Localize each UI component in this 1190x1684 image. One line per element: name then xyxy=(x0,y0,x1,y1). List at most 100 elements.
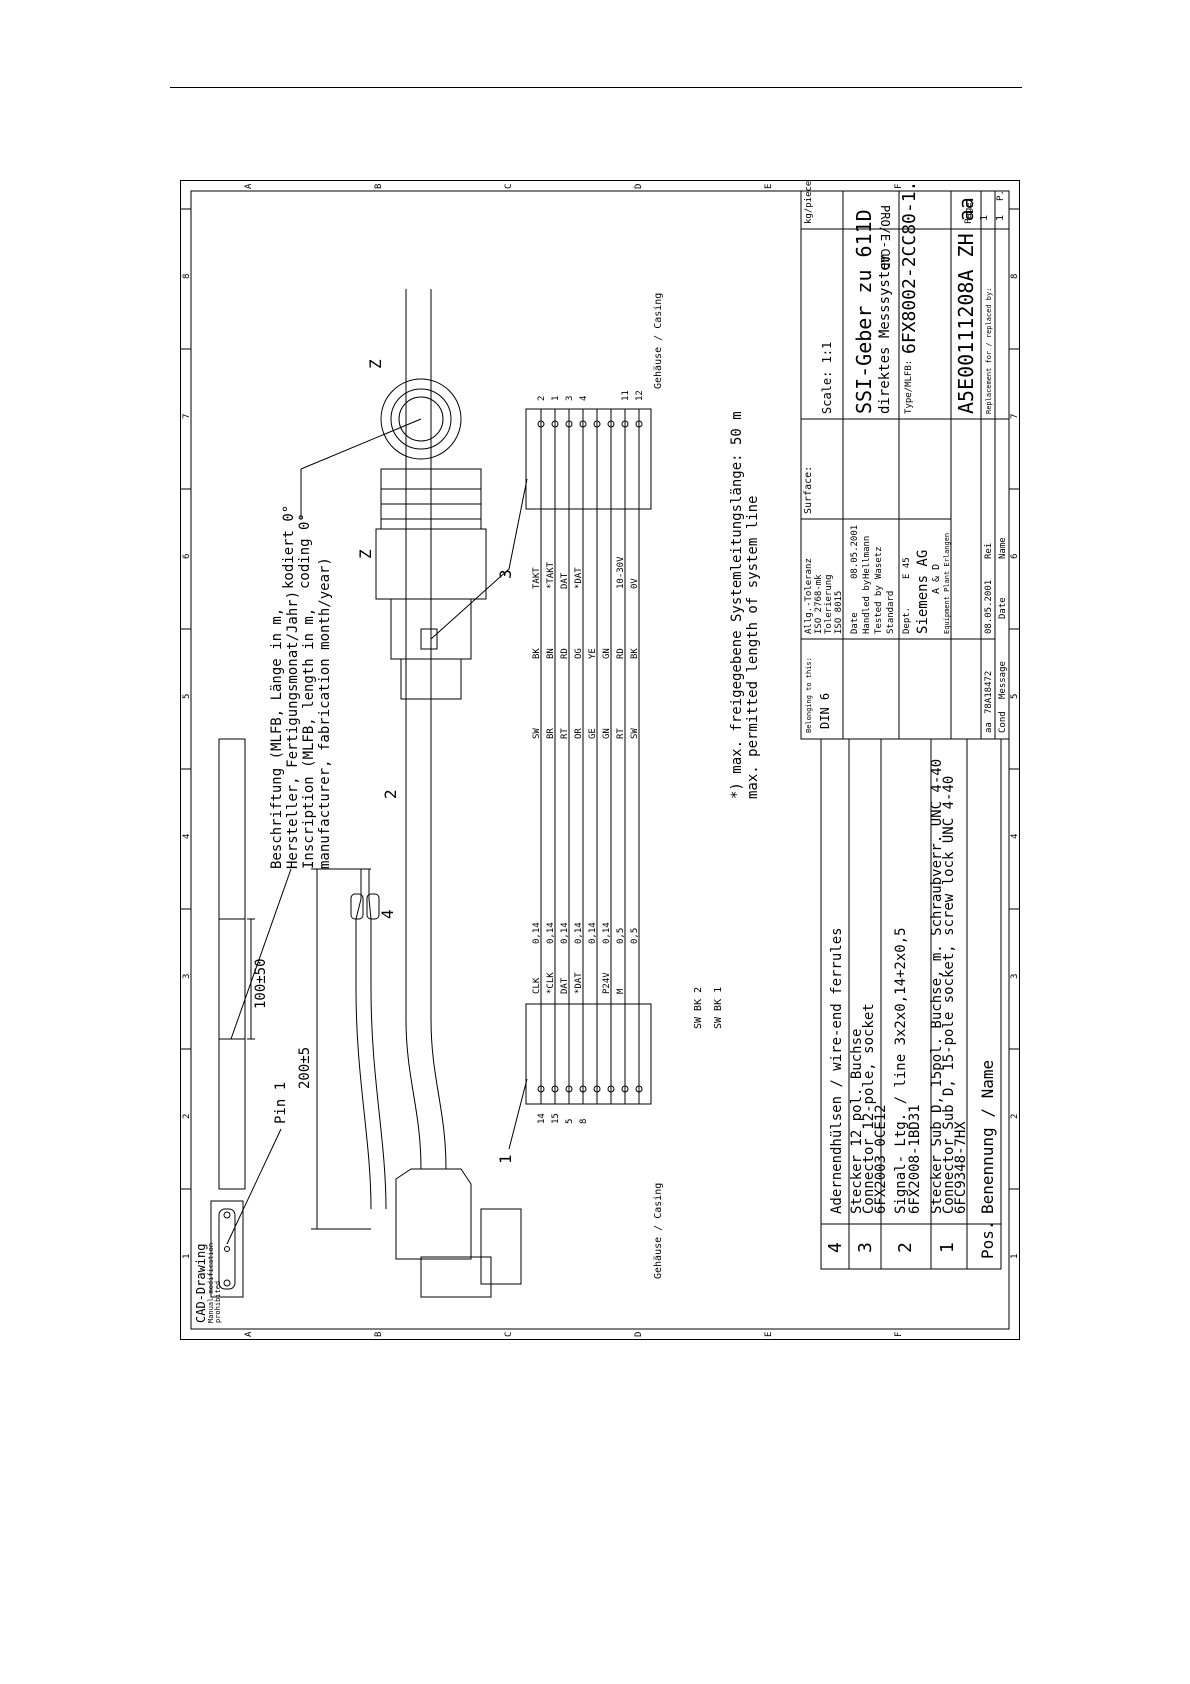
message-label: Message xyxy=(998,661,1008,699)
part-2-pos: 2 xyxy=(895,1242,916,1253)
color-en-4: YE xyxy=(588,648,598,659)
wire-size-0: 0,14 xyxy=(532,922,542,944)
rev-aa: aa xyxy=(984,722,994,733)
rev-date: 08.05.2001 xyxy=(984,580,994,634)
grid-number-bottom-3: 3 xyxy=(1010,974,1019,979)
grid-letter-right-D: D xyxy=(634,184,644,189)
part-1-line-3: 6FC9348-7HX xyxy=(953,1121,969,1214)
wiring-left-block xyxy=(525,1003,652,1105)
handled-value: Hellmann xyxy=(862,536,872,579)
wire-terminal-right xyxy=(565,420,573,428)
wire-size-3: 0,14 xyxy=(574,922,584,944)
callout-3: 3 xyxy=(496,569,515,579)
coding-de: kodiert 0° xyxy=(281,505,297,589)
swbk-2: SW BK 2 xyxy=(693,987,704,1029)
wire-terminal-right xyxy=(537,420,545,428)
inscription-4: manufacturer, fabrication month/year) xyxy=(317,557,333,869)
grid-letter-left-C: C xyxy=(504,1332,514,1337)
rev-rei: Rei xyxy=(984,543,994,559)
color-de-3: OR xyxy=(574,728,584,739)
color-en-1: BN xyxy=(546,648,556,659)
title-block xyxy=(800,190,1010,740)
color-en-6: RD xyxy=(616,648,626,659)
grid-letter-right-B: B xyxy=(374,184,384,189)
grid-letter-left-A: A xyxy=(244,1331,254,1337)
wire-size-2: 0,14 xyxy=(560,922,570,944)
grid-letter-left-E: E xyxy=(764,1332,774,1337)
parts-header-name: Benennung / Name xyxy=(978,1060,997,1214)
wire-size-1: 0,14 xyxy=(546,922,556,944)
connector-front-view xyxy=(300,378,462,519)
subd-plug-body xyxy=(355,289,522,1298)
callout-4: 4 xyxy=(378,909,397,919)
type-value: 6FX8002-2CC80-1... xyxy=(899,181,920,354)
wiring-right-block xyxy=(525,408,652,510)
signal-left-5: P24V xyxy=(602,972,612,994)
dept-value: E 45 xyxy=(902,557,912,579)
color-de-6: RT xyxy=(616,728,626,739)
right-pin-12: 12 xyxy=(635,390,645,401)
inscription-3: Inscription (MLFB, length in m, xyxy=(301,608,317,869)
standard-label: Standard xyxy=(886,591,896,634)
header-rule xyxy=(170,87,1022,88)
housing-right: Gehäuse / Casing xyxy=(653,293,664,389)
page-of: 1 xyxy=(995,215,1006,221)
wire-terminal-right xyxy=(607,420,615,428)
grid-number-bottom-2: 2 xyxy=(1010,1114,1019,1119)
dept-label: Dept. xyxy=(902,607,912,634)
inscription-1: Beschriftung (MLFB, Länge in m, xyxy=(269,608,285,869)
subd-connector-drawing xyxy=(210,1128,282,1298)
page-value: 1 xyxy=(979,215,990,221)
part-3-line-1: Stecker 12 pol. Buchse xyxy=(849,1029,865,1214)
part-1-pos: 1 xyxy=(937,1242,958,1253)
grid-letter-left-B: B xyxy=(374,1332,384,1337)
company-name: Siemens AG xyxy=(915,550,931,634)
cond-label: Cond xyxy=(998,711,1008,733)
surface-label: Surface: xyxy=(803,466,814,514)
part-1-line-2: Connector Sub D, 15-pole socket, screw l… xyxy=(941,776,957,1214)
page-p: P. xyxy=(996,190,1006,201)
plant-name: Equipment Plant Erlangen xyxy=(943,533,951,634)
color-en-5: GN xyxy=(602,648,612,659)
inscription-2: Hersteller, Fertigungsmonat/Jahr) xyxy=(285,591,301,869)
replacement-label: Replacement for / replaced by: xyxy=(985,288,993,414)
kg-label: kg/piece: xyxy=(804,181,814,224)
wire-terminal-left xyxy=(579,1085,587,1093)
left-pin-14: 14 xyxy=(537,1113,547,1124)
tolerance-3: Tolerierung xyxy=(824,574,834,634)
grid-number-top-6: 6 xyxy=(182,554,192,559)
parts-header-pos: Pos. xyxy=(978,1220,997,1259)
signal-right-1: *TAKT xyxy=(546,561,556,589)
grid-number-bottom-5: 5 xyxy=(1010,694,1019,699)
color-de-0: SW xyxy=(532,728,542,739)
left-pin-8: 8 xyxy=(579,1119,589,1124)
callout-2: 2 xyxy=(381,789,400,799)
marking-sleeve xyxy=(218,738,255,1190)
color-en-3: OG xyxy=(574,648,584,659)
wire-terminal-left xyxy=(607,1085,615,1093)
dim-200: 200±5 xyxy=(297,1047,313,1089)
wire-terminal-left xyxy=(621,1085,629,1093)
wire-rows: CLK0,14SWBKTAKT*CLK0,14BRBN*TAKTDAT0,14R… xyxy=(532,390,645,1124)
color-de-1: BR xyxy=(546,728,556,739)
signal-left-6: M xyxy=(616,988,626,994)
coding-en: coding 0° xyxy=(297,513,313,589)
wire-size-7: 0,5 xyxy=(630,928,640,944)
grid-letter-right-A: A xyxy=(244,183,254,189)
wire-size-5: 0,14 xyxy=(602,922,612,944)
signal-right-6: 10-30V xyxy=(616,556,626,589)
wire-terminal-left xyxy=(551,1085,559,1093)
tested-value: Wasetz xyxy=(874,546,884,579)
signal-right-0: TAKT xyxy=(532,567,542,589)
date2-label: Date xyxy=(998,597,1008,619)
handled-label: Handled by xyxy=(862,579,872,634)
part-2-line-1: Signal- Ltg. / line 3x2x0,14+2x0,5 xyxy=(893,927,909,1214)
grid-letter-right-C: C xyxy=(504,184,514,189)
color-de-2: RT xyxy=(560,728,570,739)
wire-terminal-right xyxy=(635,420,643,428)
title-line-2: direktes Messsystem xyxy=(877,254,893,414)
belonging-label: Belonging to this: xyxy=(805,657,813,733)
wire-terminal-left xyxy=(565,1085,573,1093)
